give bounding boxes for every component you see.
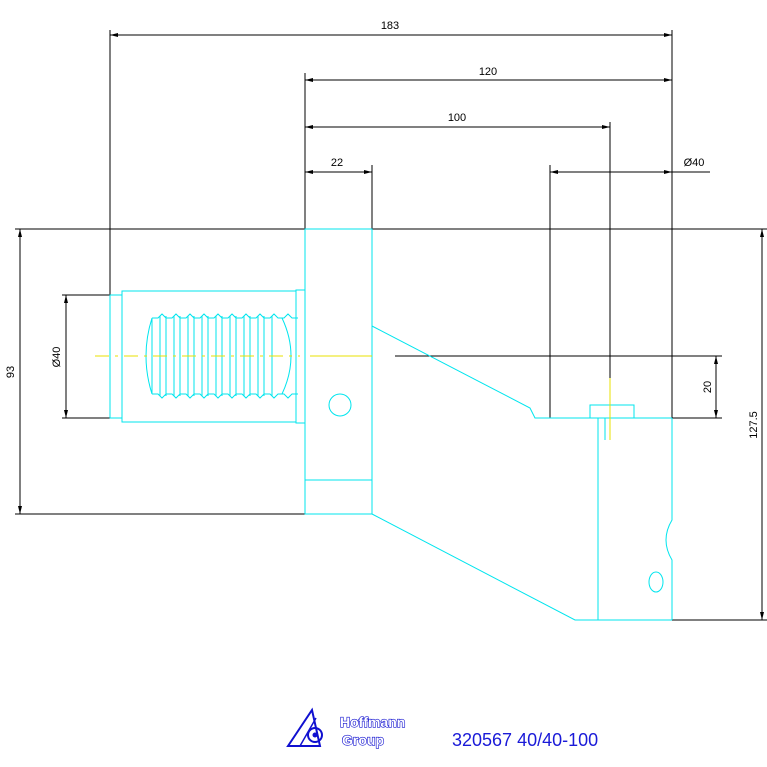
logo-line2: Group bbox=[342, 732, 384, 748]
arrow bbox=[110, 33, 118, 37]
arm-upper-edge bbox=[371, 325, 672, 419]
dim-label-shank-dia: Ø40 bbox=[684, 157, 705, 169]
shank-collar bbox=[295, 289, 306, 424]
product-code: 320567 40/40-100 bbox=[452, 730, 598, 750]
dimension-lines bbox=[15, 30, 767, 621]
dim-label-22: 22 bbox=[331, 157, 343, 169]
arm-lower-edge bbox=[371, 513, 672, 621]
clamp-screw-head bbox=[589, 404, 635, 419]
logo-line1: Hoffmann bbox=[340, 714, 405, 730]
shank-right-edge bbox=[665, 418, 673, 620]
dim-label-120: 120 bbox=[479, 66, 497, 78]
flange-screw-hole bbox=[328, 393, 352, 417]
arrow bbox=[664, 33, 672, 37]
logo-gear-icon bbox=[307, 727, 323, 743]
hoffmann-group-logo: Hoffmann Group bbox=[286, 707, 406, 749]
dim-label-93: 93 bbox=[5, 366, 17, 378]
flange bbox=[304, 228, 373, 515]
dim-label-bore-dia: Ø40 bbox=[51, 347, 63, 368]
coolant-port bbox=[648, 571, 664, 593]
dim-label-183: 183 bbox=[381, 20, 399, 32]
centerlines bbox=[95, 355, 611, 440]
dimension-labels: 183 120 100 22 Ø40 93 Ø40 20 127.5 bbox=[5, 20, 760, 439]
dim-label-20: 20 bbox=[702, 381, 714, 393]
dim-label-100: 100 bbox=[448, 112, 466, 124]
tool-holder-part bbox=[109, 228, 673, 621]
dim-label-127-5: 127.5 bbox=[748, 411, 760, 439]
